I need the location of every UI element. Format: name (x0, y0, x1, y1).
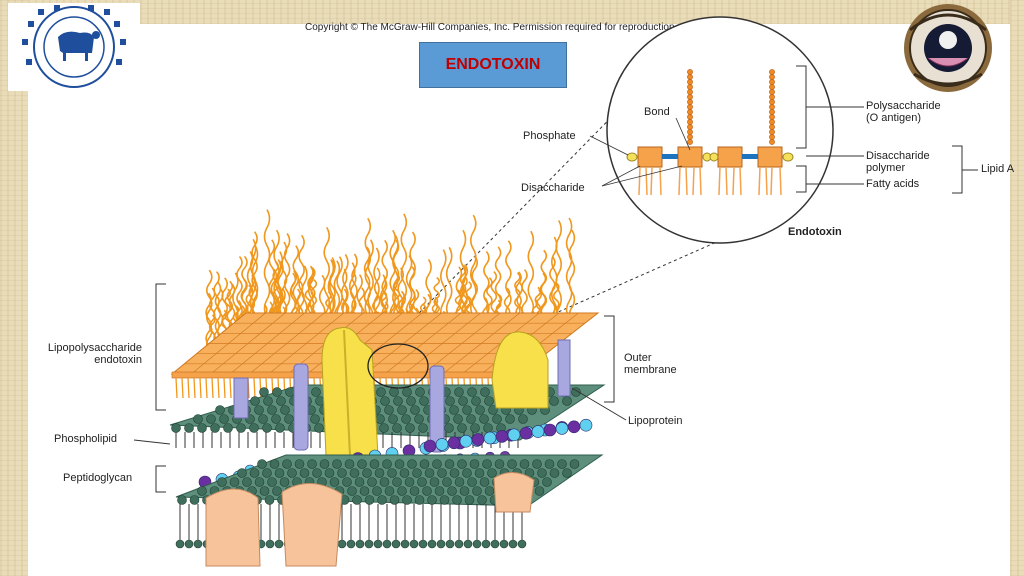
inset-brackets (796, 65, 978, 194)
o-antigen-chain (687, 69, 693, 145)
peptidoglycan-label: Peptidoglycan (63, 472, 133, 484)
disaccharide-polymer-label: Disaccharide (866, 150, 930, 162)
disaccharide-block (757, 146, 783, 168)
membrane-protein (205, 488, 261, 567)
endotoxin-molecule (589, 69, 794, 196)
endotoxin-inset-circle (606, 16, 834, 244)
endotoxin-caption: Endotoxin (788, 226, 842, 238)
phosphate-icon (709, 152, 719, 162)
o-antigen-label: (O antigen) (866, 112, 922, 124)
porin-protein (321, 327, 379, 457)
bacterial-outer-membrane (169, 209, 606, 567)
bond-segment (742, 154, 758, 159)
disaccharide-block (717, 146, 743, 168)
copyright-notice: Copyright © The McGraw-Hill Companies, I… (305, 22, 723, 33)
outer-membrane-label-2: membrane (624, 364, 677, 376)
lipoprotein-icon (293, 363, 309, 451)
lipoprotein-icon (429, 365, 445, 453)
main-left-brackets (133, 283, 627, 493)
bond-label: Bond (644, 106, 670, 118)
polysaccharide-label: Polysaccharide (866, 100, 941, 112)
lps-label: Lipopolysaccharide (47, 342, 142, 354)
phospholipid-label: Phospholipid (54, 433, 117, 445)
zoom-guide-line (426, 213, 781, 371)
slide-title: ENDOTOXIN (419, 42, 567, 88)
parchment-top-border (0, 0, 1024, 24)
phosphate-icon (626, 152, 638, 162)
parchment-right-border (1010, 0, 1024, 576)
o-antigen-chain (769, 69, 775, 145)
lps-label-2: endotoxin (94, 354, 142, 366)
phosphate-label: Phosphate (523, 130, 576, 142)
membrane-protein (281, 483, 343, 567)
lipoprotein-icon (233, 377, 249, 419)
fatty-acid-tails (638, 166, 782, 196)
lipoprotein-label: Lipoprotein (628, 415, 683, 427)
fatty-acids-label: Fatty acids (866, 178, 920, 190)
parchment-left-border (0, 0, 28, 576)
magnified-region-marker (367, 343, 429, 389)
lipid-a-label: Lipid A (981, 163, 1015, 175)
college-seal-icon (904, 4, 992, 92)
porin-protein (491, 331, 549, 409)
zoom-guide-line (372, 85, 643, 361)
membrane-protein (493, 472, 535, 513)
disaccharide-label: Disaccharide (521, 182, 585, 194)
disaccharide-block (637, 146, 663, 168)
university-logo (8, 3, 140, 91)
bond-segment (662, 154, 678, 159)
phosphate-icon (782, 152, 794, 162)
disaccharide-polymer-label-2: polymer (866, 162, 906, 174)
college-logo (888, 0, 1008, 96)
lipoprotein-icon (557, 339, 571, 397)
outer-membrane-label: Outer (624, 352, 652, 364)
university-seal-icon (22, 5, 126, 88)
